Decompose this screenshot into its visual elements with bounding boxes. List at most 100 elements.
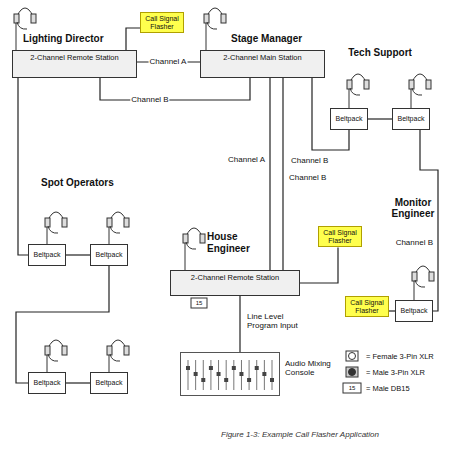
earcup [45,218,50,227]
earcup [221,14,226,23]
male-xlr-symbol [349,369,356,376]
beltpack-box: Beltpack [395,300,433,322]
beltpack-box: Beltpack [90,244,128,266]
mic-boom [186,242,196,249]
headset-cord [47,227,48,244]
headset-icon [107,212,129,244]
cable [300,247,338,283]
earcup [31,14,36,23]
earcup [107,346,112,355]
earcup [412,272,417,281]
earcup [14,14,19,23]
pin-count: 15 [348,385,357,392]
pin-count: 15 [195,300,204,307]
station-name: 2-Channel Main Station [201,51,324,62]
beltpack-label: Beltpack [393,109,429,128]
beltpack-box: Beltpack [28,372,66,394]
station-name: 2-Channel Remote Station [13,51,136,62]
earcup [204,14,209,23]
channel-label: Channel B [395,239,434,248]
fader-slot [188,360,189,390]
earcup [124,218,129,227]
db15-symbol [343,383,361,393]
beltpack-box: Beltpack [392,108,430,130]
earcup [62,346,67,355]
cable [368,118,392,119]
legend-text: = Male 3-Pin XLR [366,368,425,377]
mixing-console: Audio Mixing Console [180,352,280,396]
headset-cord [414,281,415,300]
earcup [183,234,188,243]
fader-knob [186,366,190,370]
station-heading: Stage Manager [231,33,302,45]
fader-knob [232,366,236,370]
fader-slot [272,360,273,390]
figure-caption: Figure 1-3: Example Call Flasher Applica… [221,430,379,439]
earcup [347,80,352,89]
fader-slot [226,360,227,390]
beltpack-label: Beltpack [29,373,65,392]
fader-knob [270,378,274,382]
mic-boom [350,88,360,95]
beltpack-label: Beltpack [396,301,432,320]
flasher-label: Call Signal Flasher [141,13,183,32]
earcup [62,218,67,227]
station-box: Stage Manager2-Channel Main Station [200,50,325,78]
headset-cord [109,355,110,372]
fader-slot [249,360,250,390]
earcup [45,346,50,355]
female-xlr-symbol [346,351,358,361]
headset-cord [185,243,186,270]
station-heading: Lighting Director [23,33,104,45]
mic-boom [207,22,217,29]
fader-knob [247,378,251,382]
earcup [429,272,434,281]
console-label: Audio Mixing Console [285,359,337,377]
flasher-label: Call Signal Flasher [346,297,388,316]
headset-icon [412,266,434,300]
headset-cord [349,89,350,108]
cable [16,266,109,383]
fader-knob [262,372,266,376]
call-flasher-box: Call Signal Flasher [345,296,389,317]
headset-icon [45,212,67,244]
station-box: Lighting Director2-Channel Remote Statio… [12,50,137,78]
mic-boom [412,88,422,95]
headset-cord [206,23,207,50]
earcup [200,234,205,243]
fader-slot [203,360,204,390]
mic-boom [415,280,425,287]
channel-label: Line Level Program Input [246,313,310,331]
mic-boom [110,354,120,361]
cable [66,254,90,255]
earcup [426,80,431,89]
cable [66,382,90,383]
channel-label: Channel A [149,58,188,67]
headset-icon [107,340,129,372]
fader-knob [201,378,205,382]
earcup [364,80,369,89]
station-box: House Engineer2-Channel Remote Station [170,270,300,296]
headset-cord [109,227,110,244]
channel-label: Channel B [288,174,327,183]
cable [100,78,250,100]
channel-label: Channel B [130,96,169,105]
mic-boom [48,226,58,233]
channel-label: Channel B [290,157,329,166]
cable [126,28,140,50]
earcup [124,346,129,355]
cable [269,78,270,270]
cable [420,130,438,311]
headset-icon [183,228,205,270]
call-flasher-box: Call Signal Flasher [318,226,362,247]
station-name: 2-Channel Remote Station [171,271,299,282]
male-xlr-symbol [346,367,358,377]
mic-boom [48,354,58,361]
cable [18,78,28,255]
fader-knob [255,366,259,370]
beltpack-box: Beltpack [330,108,368,130]
female-xlr-symbol [349,353,356,360]
cable [239,296,240,352]
group-heading: Spot Operators [40,177,115,188]
